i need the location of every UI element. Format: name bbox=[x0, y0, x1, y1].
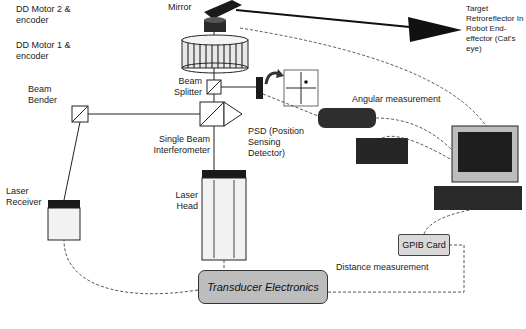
part-label: Beam Bender bbox=[28, 84, 68, 106]
laser-beam bbox=[214, 126, 215, 170]
process-box: Transducer Electronics bbox=[198, 270, 328, 304]
computer-screen bbox=[458, 132, 512, 172]
part-label: DD Motor 1 & encoder bbox=[16, 40, 82, 62]
laser-receiver bbox=[48, 200, 80, 208]
signal-wire bbox=[64, 240, 198, 294]
part-label: Laser Receiver bbox=[6, 186, 46, 208]
laser-head bbox=[202, 170, 246, 178]
beam-bender bbox=[72, 106, 88, 122]
process-box: GPIB Card bbox=[398, 234, 450, 256]
computer-monitor bbox=[452, 126, 518, 182]
motor-2 bbox=[204, 17, 226, 23]
psd-plot bbox=[286, 88, 316, 89]
signal-wire bbox=[240, 28, 486, 126]
signal-wire bbox=[224, 260, 225, 270]
laser-beam bbox=[64, 122, 80, 200]
part-label: DD Motor 2 & encoder bbox=[16, 4, 82, 26]
laser-receiver bbox=[48, 208, 80, 240]
target-retroreflector bbox=[408, 17, 462, 42]
motor-1 bbox=[182, 63, 248, 73]
mirror bbox=[204, 0, 242, 19]
psd bbox=[256, 77, 263, 99]
laser-beam bbox=[88, 114, 200, 115]
laser-head bbox=[214, 180, 215, 258]
curved-arrow bbox=[276, 69, 284, 78]
part-label: Target Retroreflector In Robot End-effec… bbox=[466, 4, 524, 54]
beam-splitter bbox=[207, 80, 221, 94]
interferometer-prism bbox=[224, 102, 242, 126]
laser-head bbox=[202, 178, 246, 260]
interferometer bbox=[200, 102, 224, 126]
motor-1 bbox=[182, 35, 248, 45]
laser-beam bbox=[221, 87, 256, 88]
signal-wire bbox=[376, 118, 452, 150]
laser-beam bbox=[236, 10, 420, 28]
signal-wire bbox=[382, 136, 452, 160]
part-label: Laser Head bbox=[158, 190, 198, 212]
beam-bender bbox=[72, 106, 88, 122]
part-label: Mirror bbox=[168, 2, 192, 13]
psd-plot bbox=[304, 80, 308, 84]
angle-counter bbox=[318, 108, 376, 128]
box-text: GPIB Card bbox=[402, 240, 446, 250]
laser-head bbox=[234, 180, 235, 258]
part-label: Angular measurement bbox=[352, 94, 441, 105]
interferometer bbox=[200, 102, 224, 126]
part-label: Single Beam Interferometer bbox=[144, 134, 210, 156]
signal-wire bbox=[424, 210, 470, 234]
angle-board bbox=[356, 138, 408, 164]
computer-base bbox=[434, 186, 522, 210]
box-text: Transducer Electronics bbox=[207, 281, 319, 293]
part-label: Distance measurement bbox=[336, 262, 429, 273]
signal-wire bbox=[263, 94, 318, 116]
part-label: PSD (Position Sensing Detector) bbox=[248, 126, 316, 159]
psd-plot bbox=[284, 70, 318, 106]
part-label: Beam Splitter bbox=[156, 76, 202, 98]
beam-splitter bbox=[207, 80, 221, 94]
